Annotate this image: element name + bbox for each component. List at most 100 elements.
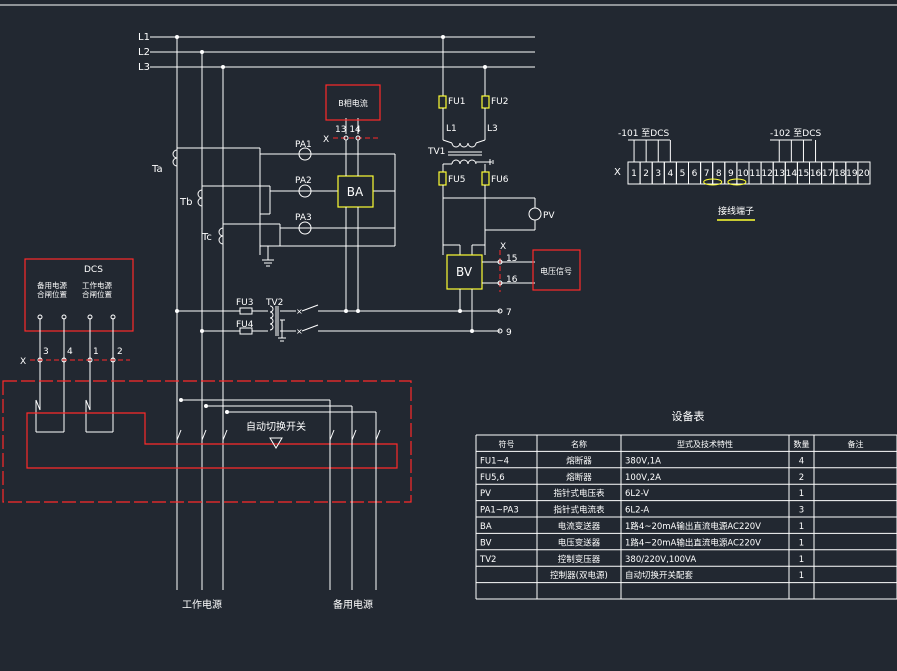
fuse-label-fu2: FU2 xyxy=(491,97,509,107)
terminal-number: 10 xyxy=(737,169,749,179)
table-cell: 1 xyxy=(799,571,804,581)
dcs-x-mark: X xyxy=(20,357,26,367)
tv2-label: TV2 xyxy=(265,298,283,308)
voltmeter-label: PV xyxy=(543,211,555,221)
table-title: 设备表 xyxy=(672,409,705,423)
table-cell: 控制器(双电源) xyxy=(550,570,608,581)
fuse-fu4 xyxy=(239,327,253,335)
table-cell: 控制变压器 xyxy=(558,554,601,565)
ats-control-loop xyxy=(26,412,398,469)
terminal-number: 2 xyxy=(643,169,649,179)
terminal-number: 11 xyxy=(749,169,760,179)
terminal-number: 6 xyxy=(692,169,698,179)
dcs-terminal-3: 3 xyxy=(43,347,49,357)
ba-terminals: 13 14 xyxy=(335,125,361,135)
terminal-group2: -102 至DCS xyxy=(770,128,822,139)
ammeters xyxy=(260,147,396,247)
pt-label: TV1 xyxy=(427,147,445,157)
aux-terminal-7: 7 xyxy=(506,308,512,318)
svg-text:×: × xyxy=(296,307,303,316)
table-cell: FU5,6 xyxy=(480,473,505,483)
terminal-number: 15 xyxy=(798,169,809,179)
table-header-cell: 型式及技术特性 xyxy=(677,439,733,449)
table-cell: 熔断器 xyxy=(566,472,592,483)
svg-text:×: × xyxy=(296,327,303,336)
table-cell: FU1~4 xyxy=(480,456,509,466)
bv-remote-box xyxy=(532,249,581,291)
label-working-source: 工作电源 xyxy=(182,598,222,611)
terminal-number: 4 xyxy=(667,169,673,179)
table-header-cell: 符号 xyxy=(499,439,515,449)
table-cell: 4 xyxy=(799,456,804,466)
ammeter-label-pa2: PA2 xyxy=(295,176,312,186)
table-cell: 电流变送器 xyxy=(558,521,601,532)
dcs-terminal-2: 2 xyxy=(117,347,123,357)
table-cell: PA1~PA3 xyxy=(480,506,519,516)
terminal-number: 20 xyxy=(858,169,870,179)
fuse-fu3 xyxy=(239,307,253,315)
aux-terminal-9: 9 xyxy=(506,328,512,338)
fuse-fu6 xyxy=(481,171,490,186)
terminal-number: 8 xyxy=(716,169,722,179)
fuse-label-fu5: FU5 xyxy=(448,175,466,185)
terminal-number: 1 xyxy=(631,169,637,179)
ba-remote-label: B相电流 xyxy=(338,98,368,108)
table-cell: 自动切换开关配套 xyxy=(625,570,694,581)
table-cell: BA xyxy=(480,522,492,532)
ats-frame xyxy=(2,380,412,503)
table-header-cell: 名称 xyxy=(571,439,587,449)
fuse-label-fu3: FU3 xyxy=(236,298,254,308)
dcs-title: DCS xyxy=(84,265,103,275)
fuse-label-fu6: FU6 xyxy=(491,175,509,185)
pt-tv1 xyxy=(442,108,494,172)
table-cell: 熔断器 xyxy=(566,455,592,466)
table-header-cell: 数量 xyxy=(794,439,810,449)
ammeter-label-pa1: PA1 xyxy=(295,140,312,150)
bus-label-l1: L1 xyxy=(138,32,150,43)
bv-label: BV xyxy=(456,265,473,279)
terminal-number: 16 xyxy=(810,169,822,179)
dcs-terminal-1: 1 xyxy=(93,347,99,357)
table-cell: 1路4~20mA输出直流电源AC220V xyxy=(625,521,761,532)
bv-terminal-16: 16 xyxy=(506,275,518,285)
dcs-right-label: 工作电源合闸位置 xyxy=(82,280,112,299)
table-cell: 电压变送器 xyxy=(558,537,601,548)
table-cell: 指针式电压表 xyxy=(553,488,605,499)
fuse-label-fu4: FU4 xyxy=(236,320,254,330)
table-cell: 1 xyxy=(799,538,804,548)
ct-label-tc: Tc xyxy=(201,232,212,243)
terminal-number: 12 xyxy=(761,169,772,179)
pt-l1-label: L1 xyxy=(446,124,457,134)
ba-transmitter-box xyxy=(337,175,374,208)
bv-transmitter-box xyxy=(446,254,483,290)
terminal-number: 9 xyxy=(728,169,734,179)
label-backup-source: 备用电源 xyxy=(333,598,373,611)
ba-x-mark: X xyxy=(323,135,329,145)
fuse-fu5 xyxy=(438,171,447,186)
table-cell: BV xyxy=(480,538,492,548)
voltmeter-pv xyxy=(528,207,542,221)
table-cell: 380/220V,100VA xyxy=(625,555,696,565)
bus-label-l3: L3 xyxy=(138,62,150,73)
dcs-left-label: 备用电源合闸位置 xyxy=(37,280,67,299)
table-cell: 380V,1A xyxy=(625,456,661,466)
terminal-x-mark: X xyxy=(614,167,621,178)
table-cell: 1路4~20mA输出直流电源AC220V xyxy=(625,537,761,548)
ats-contacts xyxy=(176,399,381,590)
terminal-number: 5 xyxy=(680,169,686,179)
table-cell: 1 xyxy=(799,522,804,532)
terminal-caption: 接线端子 xyxy=(718,205,754,217)
ammeter-label-pa3: PA3 xyxy=(295,213,312,223)
fuse-label-fu1: FU1 xyxy=(448,97,466,107)
current-transformers xyxy=(172,147,281,267)
ba-label: BA xyxy=(347,185,364,199)
terminal-number: 13 xyxy=(774,169,785,179)
pt-l3-label: L3 xyxy=(487,124,498,134)
terminal-number: 14 xyxy=(786,169,798,179)
busbars xyxy=(150,36,535,590)
terminal-number: 18 xyxy=(834,169,846,179)
